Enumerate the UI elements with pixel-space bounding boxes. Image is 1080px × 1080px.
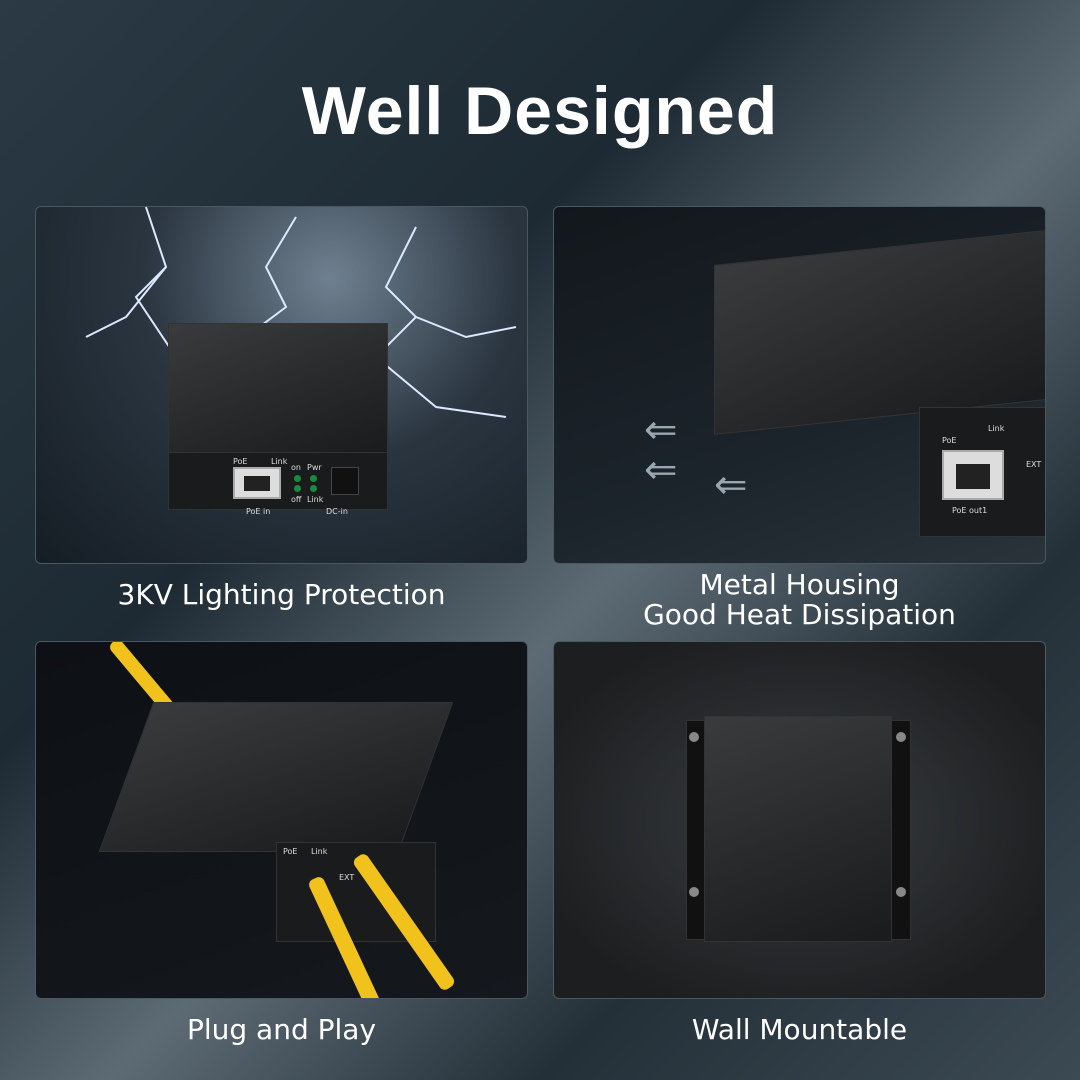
caption-line: Good Heat Dissipation	[643, 598, 956, 631]
screw-icon	[896, 887, 906, 897]
led-icon	[294, 485, 301, 492]
device-front: PoE Link PoE out1 EXT	[919, 407, 1045, 537]
poe-out-label: PoE out1	[952, 506, 988, 515]
poe-label: PoE	[942, 436, 957, 445]
device	[714, 229, 1045, 435]
poe-label: PoE	[233, 457, 248, 466]
panel-wall-mountable	[553, 641, 1046, 999]
device	[168, 323, 388, 453]
caption-plug-and-play: Plug and Play	[186, 1013, 377, 1046]
device	[98, 702, 454, 852]
panel-metal-housing: PoE Link PoE out1 EXT ⇐ ⇐ ⇐	[553, 206, 1046, 564]
caption-wall-mountable: Wall Mountable	[691, 1013, 908, 1046]
airflow-arrow-icon: ⇐	[714, 462, 748, 508]
panel-lightning-protection: PoE Link on Pwr off Link PoE in DC-in	[35, 206, 528, 564]
ethernet-port[interactable]	[233, 467, 281, 499]
dc-in-label: DC-in	[326, 507, 348, 516]
link-label: Link	[271, 457, 288, 466]
caption-metal-housing: Metal Housing Good Heat Dissipation	[553, 570, 1046, 630]
pwr-label: Pwr	[307, 463, 322, 472]
on-label: on	[291, 463, 301, 472]
screw-icon	[689, 887, 699, 897]
caption-line: Metal Housing	[699, 568, 900, 601]
poe-in-label: PoE in	[246, 507, 271, 516]
panel-plug-and-play: PoE Link EXT	[35, 641, 528, 999]
device-front: PoE Link on Pwr off Link	[168, 452, 388, 510]
poe-label: PoE	[283, 847, 298, 856]
led-icon	[294, 475, 301, 482]
ethernet-port[interactable]	[942, 450, 1004, 500]
page-title: Well Designed	[301, 73, 779, 149]
off-label: off	[291, 495, 302, 504]
ext-label: EXT	[339, 873, 355, 882]
caption-lightning: 3KV Lighting Protection	[117, 578, 446, 611]
screw-icon	[689, 732, 699, 742]
led-icon	[310, 475, 317, 482]
ext-label: EXT	[1026, 460, 1042, 469]
link-label: Link	[307, 495, 324, 504]
link-label: Link	[311, 847, 328, 856]
link-label: Link	[988, 424, 1005, 433]
dc-jack[interactable]	[331, 467, 359, 495]
screw-icon	[896, 732, 906, 742]
airflow-arrow-icon: ⇐	[644, 447, 678, 493]
device	[704, 716, 892, 942]
led-icon	[310, 485, 317, 492]
airflow-arrow-icon: ⇐	[644, 407, 678, 453]
